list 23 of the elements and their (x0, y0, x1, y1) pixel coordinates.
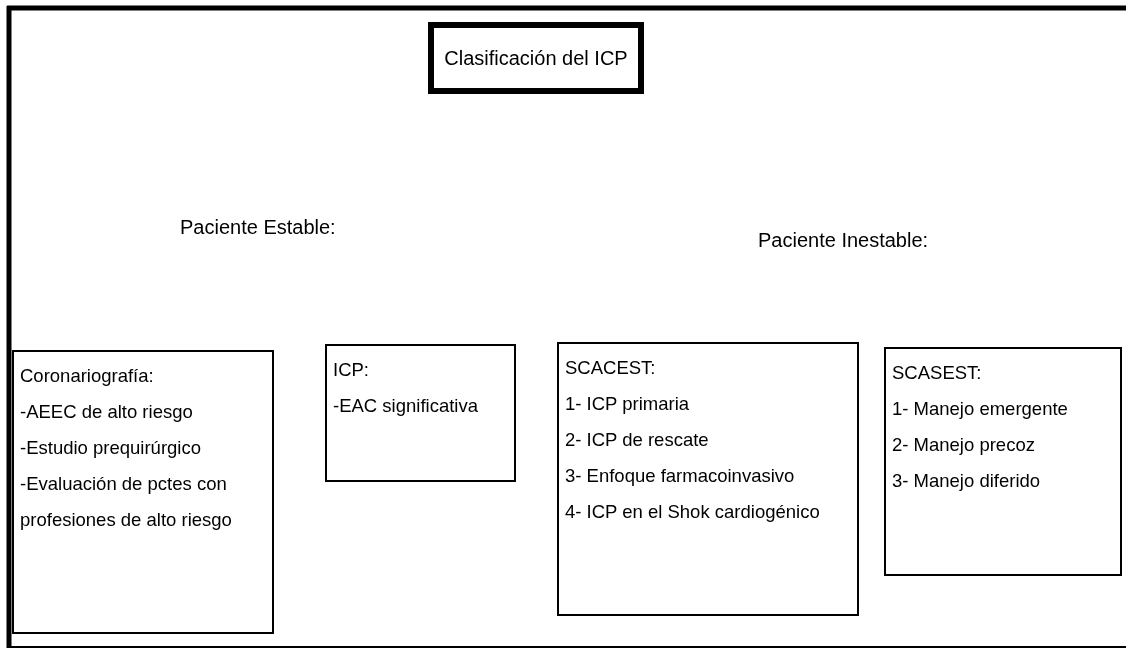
group-heading: Paciente Estable: (180, 216, 336, 239)
group-heading: Paciente Inestable: (758, 229, 929, 252)
title-box (428, 22, 644, 94)
list-box (557, 342, 859, 616)
list-item: 2- ICP de rescate (565, 428, 710, 452)
list-box (325, 344, 516, 482)
box-heading: ICP: (333, 358, 370, 382)
list-item: -Estudio prequirúrgico (20, 436, 202, 460)
list-item: 1- Manejo emergente (892, 397, 1069, 421)
list-item: 3- Enfoque farmacoinvasivo (565, 464, 796, 488)
list-item: -Evaluación de pctes con profesiones de alto riesgo (20, 472, 233, 532)
list-item: 2- Manejo precoz (892, 433, 1036, 457)
box-heading: SCACEST: (565, 356, 657, 380)
list-item: -EAC significativa (333, 394, 479, 418)
list-item: 4- ICP en el Shok cardiogénico (565, 500, 821, 524)
box-heading: SCASEST: (892, 361, 983, 385)
list-item: -AEEC de alto riesgo (20, 400, 194, 424)
list-box (12, 350, 274, 634)
list-item: 1- ICP primaria (565, 392, 691, 416)
list-box (884, 347, 1122, 576)
box-heading: Coronariografía: (20, 364, 155, 388)
title-text: Clasificación del ICP (444, 46, 628, 71)
list-item: 3- Manejo diferido (892, 469, 1042, 493)
